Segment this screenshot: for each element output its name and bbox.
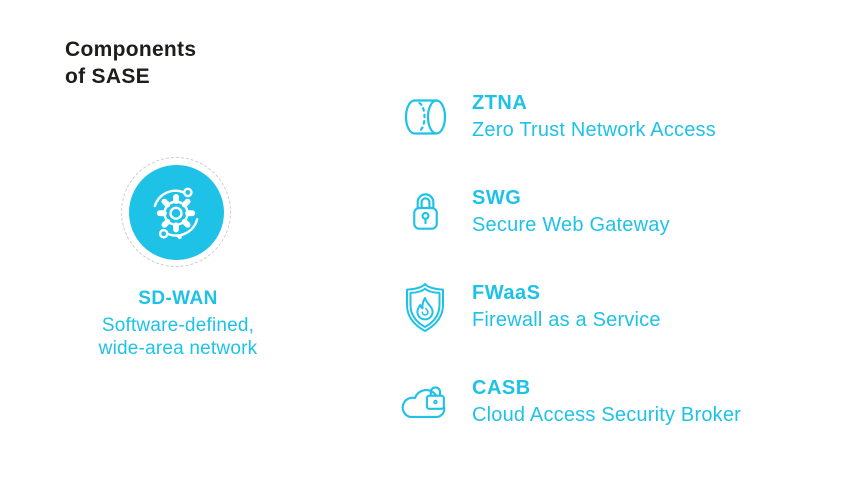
component-acronym: ZTNA — [472, 92, 528, 114]
shield-flame-icon — [397, 282, 453, 332]
sdwan-acronym: SD-WAN — [138, 288, 218, 309]
gear-network-icon — [153, 187, 199, 240]
sdwan-description: Software-defined, wide-area network — [98, 315, 258, 359]
component-row-ztna: ZTNA Zero Trust Network Access — [397, 92, 741, 142]
component-text: ZTNA Zero Trust Network Access — [472, 92, 716, 142]
component-row-fwaas: FWaaS Firewall as a Service — [397, 282, 741, 332]
page-title-line1: Components — [65, 38, 197, 61]
component-text: FWaaS Firewall as a Service — [472, 282, 661, 332]
cloud-lock-icon — [397, 377, 453, 427]
component-name: Secure Web Gateway — [472, 214, 670, 236]
sdwan-label: SD-WAN Software-defined, wide-area netwo… — [58, 288, 298, 360]
component-acronym: CASB — [472, 377, 531, 399]
padlock-icon — [397, 187, 453, 237]
page-title: Components of SASE — [65, 36, 196, 90]
component-row-casb: CASB Cloud Access Security Broker — [397, 377, 741, 427]
tunnel-icon — [397, 92, 453, 142]
component-name: Cloud Access Security Broker — [472, 404, 742, 426]
components-list: ZTNA Zero Trust Network Access SWG Secur… — [397, 92, 741, 427]
sdwan-dotted-ring — [121, 157, 231, 267]
component-acronym: FWaaS — [472, 282, 541, 304]
component-acronym: SWG — [472, 187, 522, 209]
component-row-swg: SWG Secure Web Gateway — [397, 187, 741, 237]
page-title-line2: of SASE — [65, 65, 150, 88]
component-name: Zero Trust Network Access — [472, 119, 716, 141]
component-text: CASB Cloud Access Security Broker — [472, 377, 741, 427]
component-name: Firewall as a Service — [472, 309, 661, 331]
sdwan-circle — [128, 164, 224, 260]
component-text: SWG Secure Web Gateway — [472, 187, 670, 237]
